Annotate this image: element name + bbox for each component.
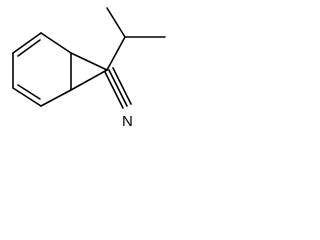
cyclopropane-ring xyxy=(70,52,108,91)
nitrogen-atom-label: N xyxy=(122,113,133,130)
bond-ch-methyl-left xyxy=(106,7,126,38)
bond-c4-c5 xyxy=(12,87,42,107)
nitrile-bond-1 xyxy=(104,71,124,109)
bond-c2-c3 xyxy=(12,32,42,54)
bond-c1-c2 xyxy=(40,32,72,54)
chemical-structure: N xyxy=(12,7,166,130)
nitrile-bond-3 xyxy=(112,67,132,105)
bond-c5-c6 xyxy=(40,89,72,107)
nitrile-group: N xyxy=(104,67,133,130)
bond-c1-c7 xyxy=(70,52,108,71)
bond-c6-c7 xyxy=(70,69,108,91)
bond-c2-c3-inner xyxy=(17,39,41,57)
bond-c7-ch xyxy=(106,36,126,71)
isopropyl-group xyxy=(106,7,166,71)
bond-c4-c5-inner xyxy=(17,84,41,100)
nitrile-bond-2 xyxy=(108,69,128,107)
cyclohexadiene-ring xyxy=(12,32,72,107)
